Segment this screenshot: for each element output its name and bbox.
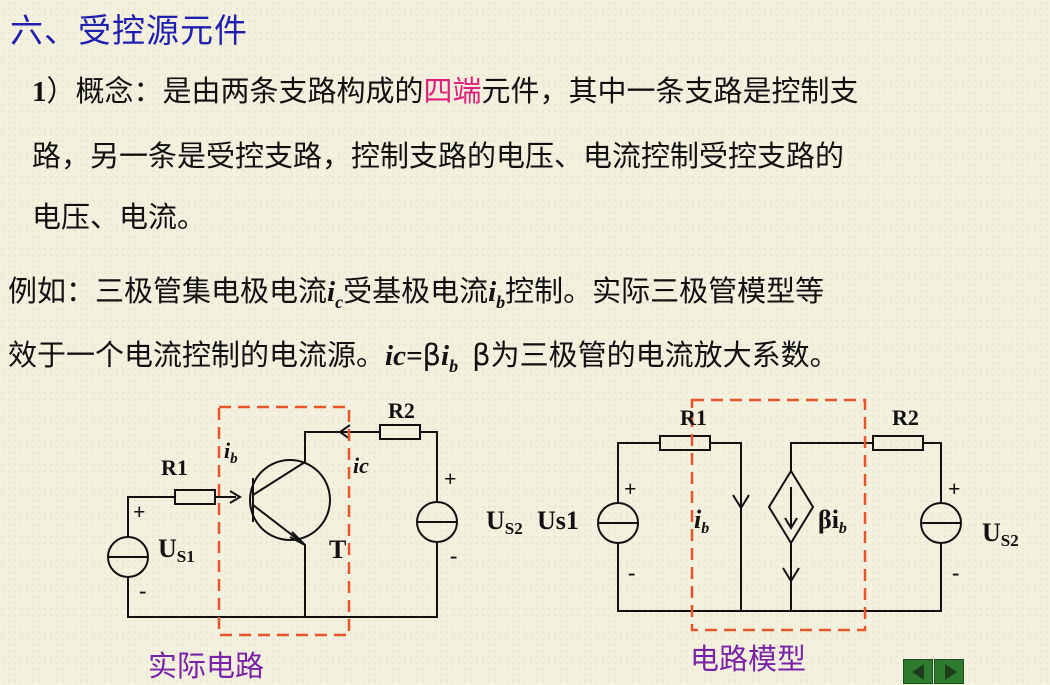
concept-highlight: 四端 bbox=[423, 74, 482, 108]
example-text-2: 受基极电流 bbox=[343, 274, 489, 308]
resistor-r1-right bbox=[659, 435, 711, 451]
label-us2-left-of-right: US2 bbox=[486, 506, 523, 538]
label-beta-ib: βib bbox=[818, 505, 847, 537]
label-us1-left: US1 bbox=[158, 534, 195, 566]
concept-line-2: 路，另一条是受控支路，控制支路的电压、电流控制受控支路的 bbox=[32, 139, 845, 173]
label-ib-right: ib bbox=[694, 505, 709, 537]
right-circuit-symbols bbox=[597, 435, 962, 583]
example-text-3: 控制。实际三极管模型等 bbox=[505, 274, 825, 308]
emitter-arrow bbox=[289, 531, 306, 546]
resistor-r1-left bbox=[174, 489, 216, 505]
right-circuit-wires bbox=[617, 442, 942, 612]
arrow-right-icon bbox=[945, 664, 957, 680]
arrow-left-icon bbox=[912, 664, 924, 680]
plus-us2-left: + bbox=[444, 466, 457, 491]
concept-suffix: 元件，其中一条支路是控制支 bbox=[481, 74, 859, 108]
left-dashed-box bbox=[217, 405, 351, 637]
var-ic-sub: c bbox=[335, 291, 344, 312]
label-r1-left: R1 bbox=[161, 455, 188, 480]
example-text-4: 效于一个电流控制的电流源。 bbox=[8, 338, 386, 372]
minus-us1-left: - bbox=[139, 578, 146, 603]
minus-us2-left: - bbox=[450, 543, 457, 568]
example-text-1: 例如：三极管集电极电流 bbox=[8, 274, 328, 308]
dependent-current-source bbox=[767, 469, 815, 545]
example-line-1: 例如：三极管集电极电流ic受基极电流ib控制。实际三极管模型等 bbox=[8, 277, 824, 311]
ic-arrow-left bbox=[338, 424, 351, 440]
concept-prefix: ）概念：是由两条支路构成的 bbox=[46, 74, 424, 108]
plus-us1-right: + bbox=[624, 476, 637, 501]
concept-number: 1 bbox=[32, 76, 47, 108]
equation-ib-sub: b bbox=[449, 355, 459, 376]
plus-us1-left: + bbox=[133, 499, 146, 524]
plus-us2-right: + bbox=[948, 476, 961, 501]
equation-beta: β bbox=[422, 338, 441, 372]
label-us2-right: US2 bbox=[982, 518, 1019, 550]
caption-actual-circuit: 实际电路 bbox=[148, 649, 265, 683]
left-circuit-symbols bbox=[107, 424, 458, 578]
right-dashed-box bbox=[690, 398, 867, 632]
label-r1-right: R1 bbox=[680, 405, 707, 430]
label-r2-right: R2 bbox=[892, 405, 919, 430]
resistor-r2-right bbox=[872, 435, 924, 451]
example-text-5: β为三极管的电流放大系数。 bbox=[472, 338, 839, 372]
label-r2-left: R2 bbox=[388, 398, 415, 423]
label-ic-left: ic bbox=[353, 453, 369, 478]
prev-slide-button[interactable] bbox=[903, 659, 933, 684]
minus-us2-right: - bbox=[952, 560, 959, 585]
ib-arrow-right bbox=[732, 494, 750, 510]
equation-ic: ic= bbox=[385, 340, 423, 372]
label-us1-right: Us1 bbox=[537, 506, 579, 535]
label-ib-left: ib bbox=[224, 438, 238, 467]
var-ib-sub: b bbox=[496, 291, 506, 312]
minus-us1-right: - bbox=[628, 560, 635, 585]
example-line-2: 效于一个电流控制的电流源。ic=βib β为三极管的电流放大系数。 bbox=[8, 341, 839, 375]
ib-arrow-left bbox=[229, 490, 242, 504]
var-ib: i bbox=[488, 276, 497, 308]
label-transistor-t: T bbox=[329, 535, 346, 564]
concept-line-1: 1）概念：是由两条支路构成的四端元件，其中一条支路是控制支 bbox=[32, 77, 859, 107]
page-title: 六、受控源元件 bbox=[10, 11, 248, 50]
caption-circuit-model: 电路模型 bbox=[690, 642, 807, 676]
beta-arrow-right bbox=[782, 567, 800, 583]
next-slide-button[interactable] bbox=[934, 659, 964, 684]
concept-line-3: 电压、电流。 bbox=[32, 200, 207, 234]
resistor-r2-left bbox=[379, 424, 421, 440]
equation-ib: i bbox=[441, 340, 450, 372]
var-ic: i bbox=[327, 276, 336, 308]
